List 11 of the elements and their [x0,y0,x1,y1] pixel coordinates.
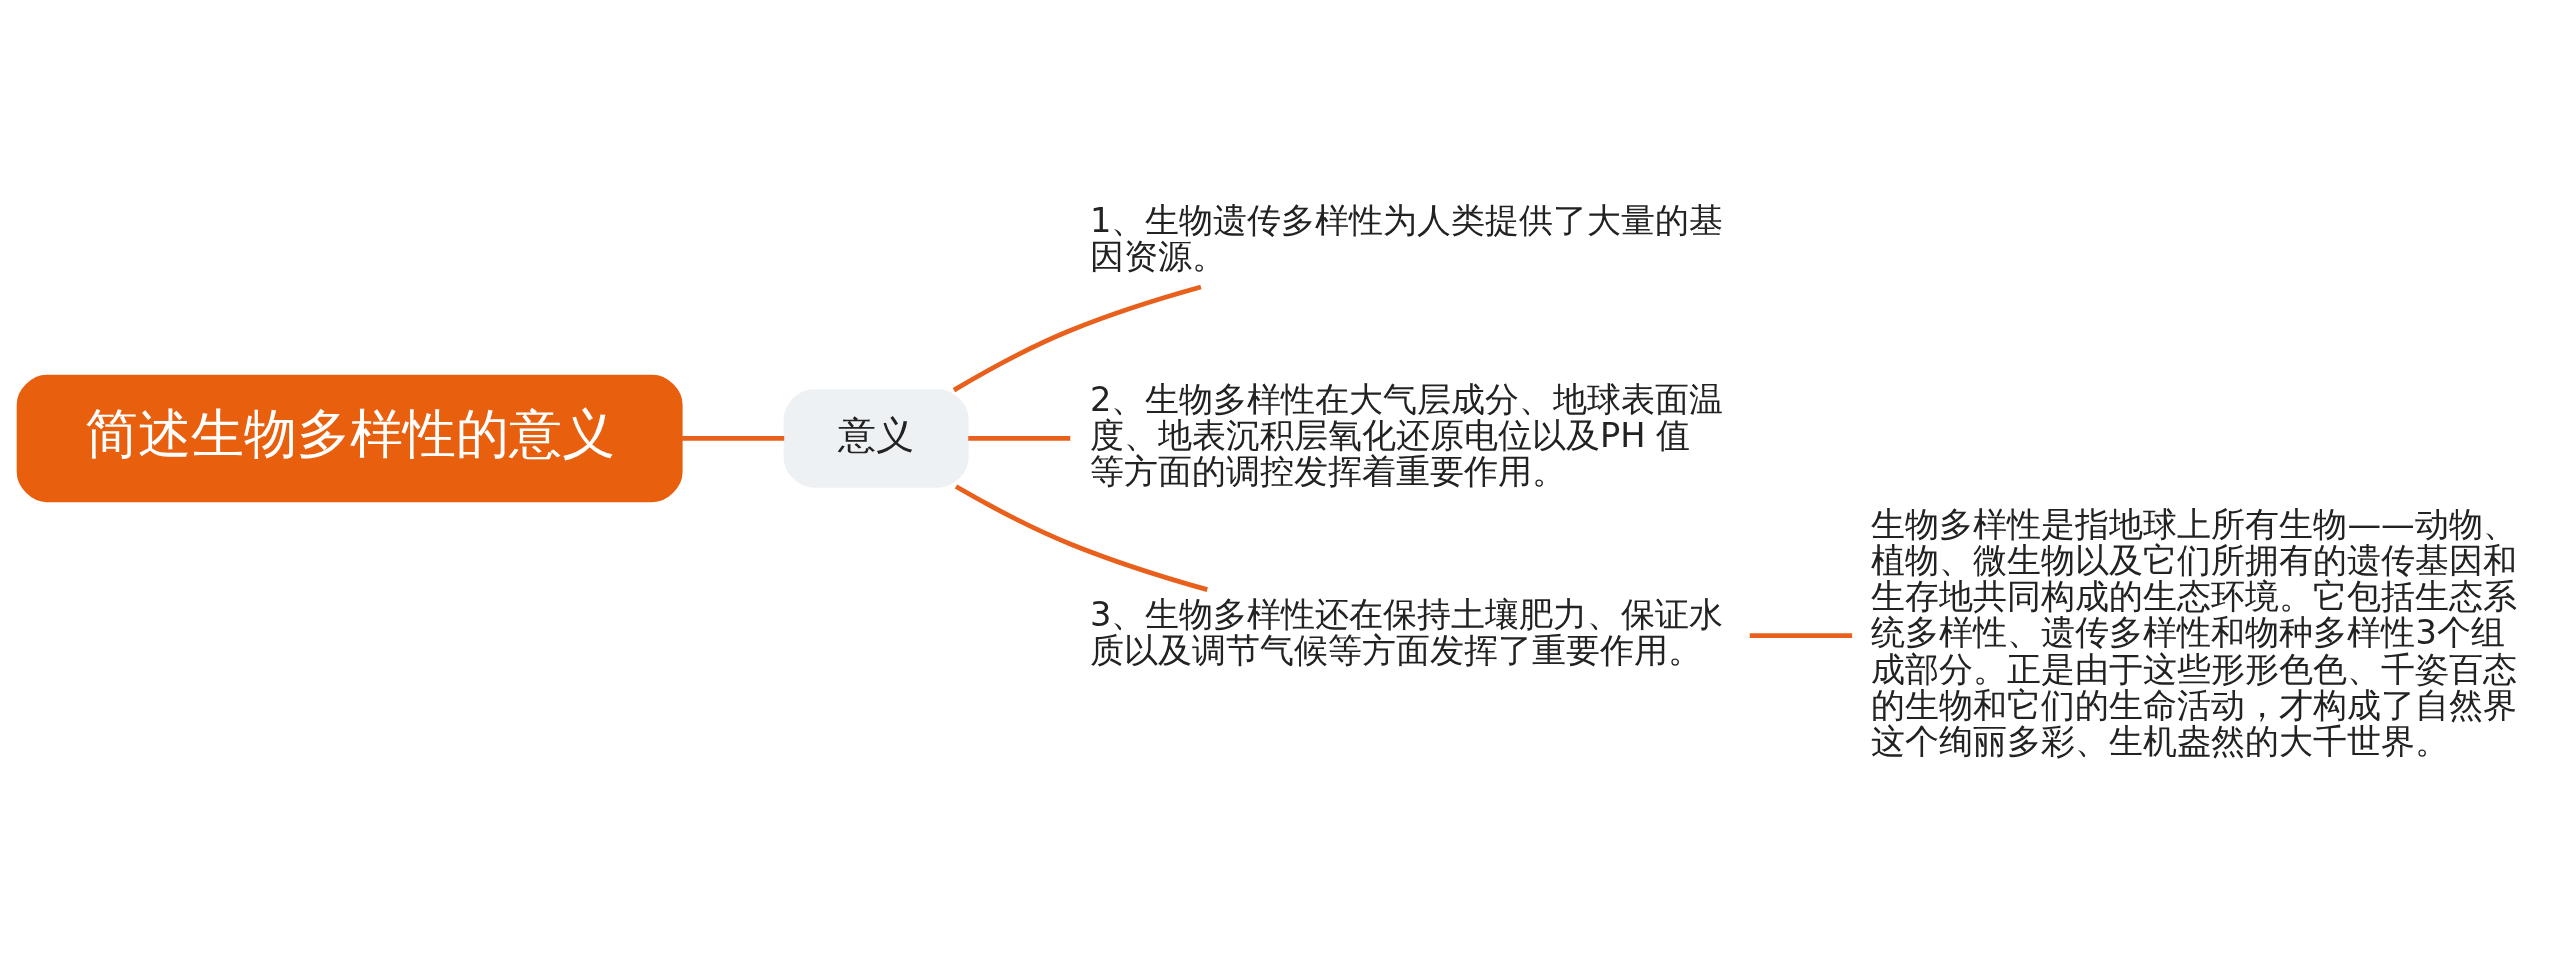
node-box: 意义 [783,389,969,488]
connector [954,484,1208,592]
node-text: 3、生物多样性还在保持土壤肥力、保证水质以及调节气候等方面发挥了重要作用。 [1090,595,1724,671]
node-box: 简述生物多样性的意义 [16,374,683,503]
node-text: 生物多样性是指地球上所有生物——动物、植物、微生物以及它们所拥有的遗传基因和生存地共同构成的生态环境。它包括生态系统多样性、遗传多样性和物种多样性3个组成部分。正是由于这些形形色色、千姿百态的生物和它们的生命活动，才构成了自然界这个绚丽多彩、生机盎然的大千世界。 [1871,505,2518,761]
connector [968,436,1071,441]
connector [681,436,785,441]
node-text: 1、生物遗传多样性为人类提供了大量的基因资源。 [1090,201,1724,277]
connector [1749,633,1853,638]
node-text: 2、生物多样性在大气层成分、地球表面温度、地表沉积层氧化还原电位以及PH 值等方面的调控发挥着重要作用。 [1090,380,1724,492]
connector [952,284,1202,393]
